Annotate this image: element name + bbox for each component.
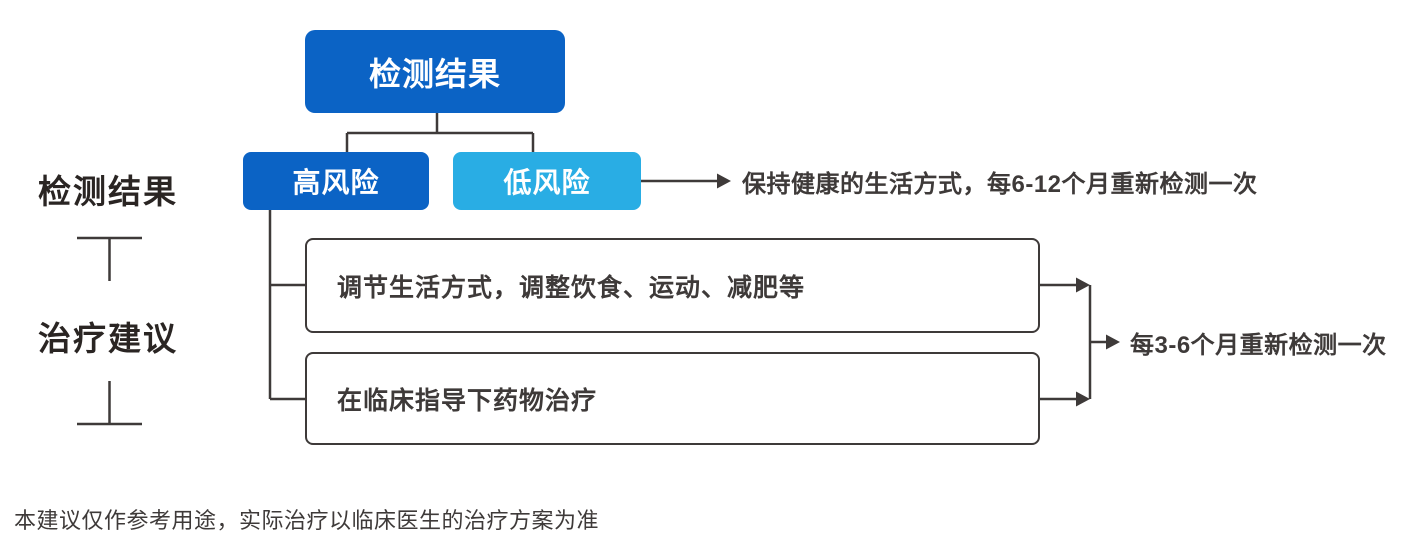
node-high-risk: 高风险 xyxy=(243,152,429,210)
node-treatment-medication: 在临床指导下药物治疗 xyxy=(305,352,1040,445)
tree-connector xyxy=(345,113,535,153)
followup-advice-text: 每3-6个月重新检测一次 xyxy=(1130,331,1387,359)
node-test-result: 检测结果 xyxy=(305,30,565,113)
row-label-treatment: 治疗建议 xyxy=(38,320,178,357)
low-risk-advice-text: 保持健康的生活方式，每6-12个月重新检测一次 xyxy=(742,170,1258,198)
bracket-bottom-icon xyxy=(77,381,142,426)
high-risk-stem xyxy=(268,210,306,401)
node-low-risk: 低风险 xyxy=(453,152,641,210)
arrowhead-icon xyxy=(1076,391,1090,407)
node-treatment-lifestyle: 调节生活方式，调整饮食、运动、减肥等 xyxy=(305,238,1040,333)
arrowhead-icon xyxy=(717,173,731,189)
disclaimer-text: 本建议仅作参考用途，实际治疗以临床医生的治疗方案为准 xyxy=(14,508,600,533)
row-label-results: 检测结果 xyxy=(38,173,178,210)
bracket-top-icon xyxy=(77,236,142,281)
arrowhead-icon xyxy=(1076,277,1090,293)
arrowhead-icon xyxy=(1106,334,1120,350)
